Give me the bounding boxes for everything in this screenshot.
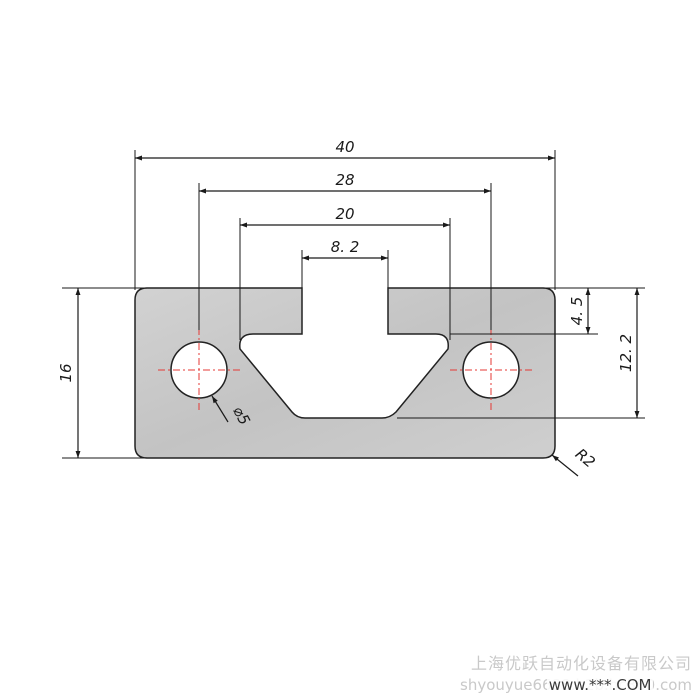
- watermark-url: shyouyue6688.b2b.hc360.com www.***.COM: [460, 676, 692, 694]
- dim-text-40: 40: [335, 138, 354, 156]
- dim-text-28: 28: [335, 171, 354, 189]
- dim-text-4-5: 4. 5: [568, 297, 586, 326]
- dim-text-16: 16: [57, 363, 75, 382]
- profile-outline: [134, 287, 556, 459]
- dim-text-12-2: 12. 2: [617, 334, 635, 372]
- hole-center-lines: [158, 328, 532, 412]
- watermark-overlay-text: www.***.COM: [546, 676, 654, 694]
- corner-radius-leader: [551, 454, 579, 477]
- watermark-company: 上海优跃自动化设备有限公司: [470, 654, 692, 673]
- hole-diameter-leader: [211, 395, 229, 423]
- dim-text-8-2: 8. 2: [331, 238, 360, 256]
- dim-text-corner-radius: R2: [572, 445, 599, 472]
- dim-text-20: 20: [335, 205, 354, 223]
